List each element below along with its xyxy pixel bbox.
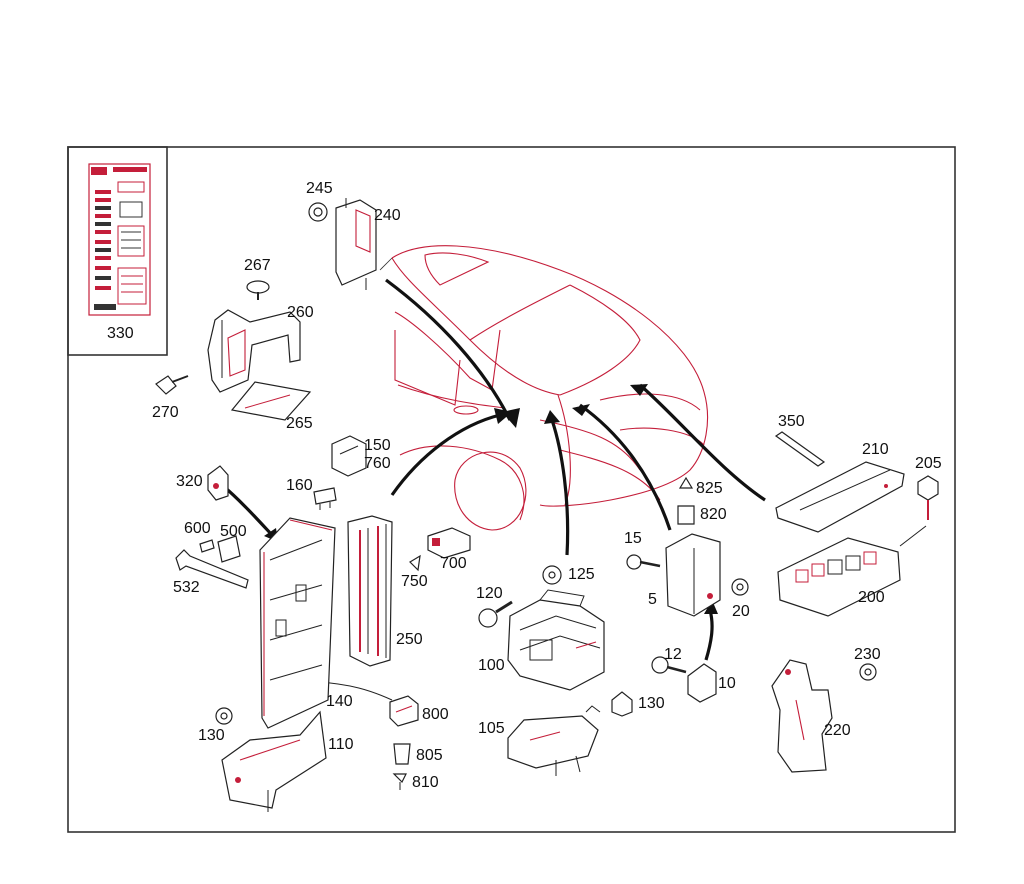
screw-270 [155, 375, 189, 395]
holder-320 [207, 465, 229, 501]
label-700: 700 [440, 555, 467, 572]
label-sticker-330 [88, 163, 151, 316]
label-267: 267 [244, 257, 271, 274]
label-265: 265 [286, 415, 313, 432]
bracket-220 [771, 659, 833, 773]
label-350: 350 [778, 413, 805, 430]
connector-800 [389, 695, 419, 727]
nut-245 [308, 202, 328, 222]
label-825: 825 [696, 480, 723, 497]
label-130-right: 130 [638, 695, 665, 712]
terminal-805 [393, 743, 411, 765]
arrow-5 [579, 403, 672, 531]
arrow-250 [390, 413, 501, 496]
arrow-240 [385, 278, 512, 421]
screw-12 [651, 656, 687, 674]
label-205: 205 [915, 455, 942, 472]
label-5: 5 [648, 591, 657, 608]
label-20: 20 [732, 603, 750, 620]
label-105: 105 [478, 720, 505, 737]
label-270: 270 [152, 404, 179, 421]
fuse-carrier-200 [777, 525, 927, 617]
bracket-100 [507, 589, 605, 691]
connector-700 [427, 527, 471, 559]
module-5 [665, 533, 721, 617]
label-140: 140 [326, 693, 353, 710]
label-10: 10 [718, 675, 736, 692]
label-245: 245 [306, 180, 333, 197]
label-260: 260 [287, 304, 314, 321]
label-760: 760 [364, 455, 391, 472]
arrow-125 [550, 419, 570, 556]
label-230: 230 [854, 646, 881, 663]
bracket-110 [221, 710, 327, 812]
plug-600 [199, 539, 215, 553]
clip-267 [246, 280, 270, 300]
label-100: 100 [478, 657, 505, 674]
module-140 [259, 517, 336, 729]
part-labels: 330 245 240 267 260 270 265 150 760 320 … [107, 180, 942, 791]
bolt-205 [917, 475, 939, 520]
label-805: 805 [416, 747, 443, 764]
label-150: 150 [364, 437, 391, 454]
pin-750 [409, 554, 421, 572]
label-750: 750 [401, 573, 428, 590]
cover-210 [775, 461, 905, 533]
label-125: 125 [568, 566, 595, 583]
plate-105 [507, 705, 601, 776]
terminal-810 [392, 773, 407, 790]
label-500: 500 [220, 523, 247, 540]
nut-130-left [215, 707, 233, 725]
label-320: 320 [176, 473, 203, 490]
label-200: 200 [858, 589, 885, 606]
car-body-outline [379, 245, 709, 531]
module-240 [335, 198, 377, 290]
nut-20 [731, 578, 749, 596]
fuse-box-250 [347, 515, 393, 667]
label-240: 240 [374, 207, 401, 224]
label-800: 800 [422, 706, 449, 723]
label-330: 330 [107, 325, 134, 342]
screw-15 [626, 554, 661, 570]
label-210: 210 [862, 441, 889, 458]
arrow-210 [638, 383, 766, 502]
label-250: 250 [396, 631, 423, 648]
fuse-160 [313, 487, 337, 510]
inset-frame [67, 146, 168, 356]
label-15: 15 [624, 530, 642, 547]
label-810: 810 [412, 774, 439, 791]
label-130-left: 130 [198, 727, 225, 744]
label-820: 820 [700, 506, 727, 523]
label-160: 160 [286, 477, 313, 494]
label-600: 600 [184, 520, 211, 537]
holder-10 [687, 663, 717, 703]
pad-265 [230, 381, 312, 421]
label-532: 532 [173, 579, 200, 596]
nut-130-right [611, 691, 633, 717]
label-220: 220 [824, 722, 851, 739]
nut-230 [859, 663, 877, 681]
strip-350 [774, 431, 826, 467]
diagram-frame [67, 146, 956, 833]
arrow-10 [704, 609, 714, 661]
assembly-arrows [220, 278, 766, 701]
connector-500 [217, 535, 241, 563]
pin-825 [678, 476, 694, 489]
washer-125 [542, 565, 562, 585]
label-120: 120 [476, 585, 503, 602]
cable-tie-532 [175, 549, 249, 589]
label-110: 110 [328, 736, 354, 753]
plug-820 [677, 505, 695, 525]
bracket-260 [207, 309, 301, 393]
relay-150 [331, 435, 367, 477]
bolt-120 [478, 600, 513, 628]
label-12: 12 [664, 646, 682, 663]
